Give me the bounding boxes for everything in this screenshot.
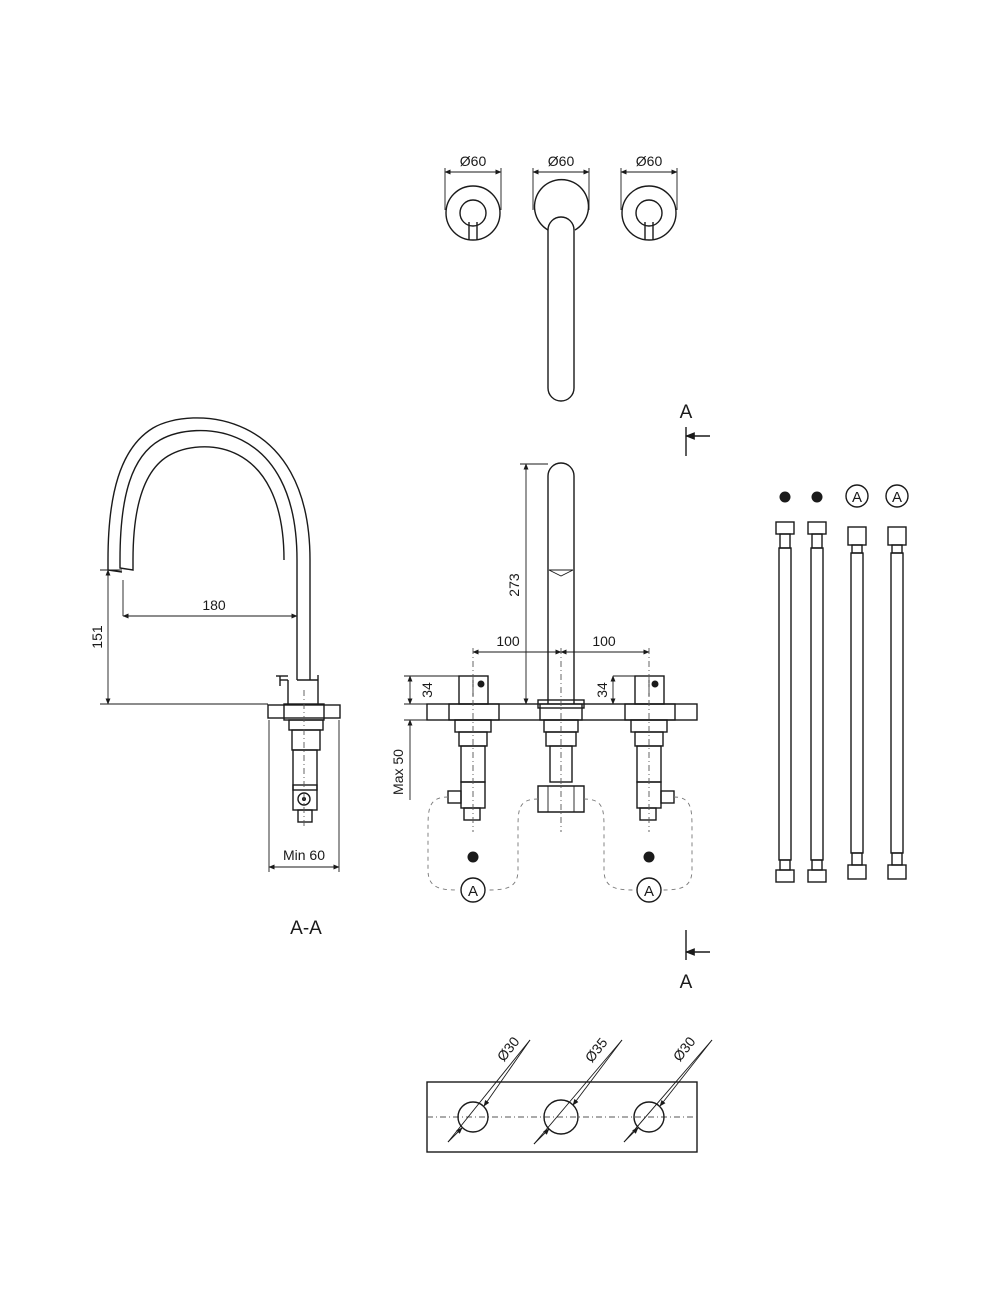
front-max-deck-dim: Max 50 [390, 749, 406, 795]
cutout-template: Ø30 Ø35 Ø30 [426, 1033, 713, 1153]
front-handle-left-dim: 34 [419, 682, 435, 698]
top-left-handle: Ø60 [444, 153, 502, 241]
top-view: Ø60 Ø60 Ø60 [444, 153, 678, 402]
front-conn-left: A [468, 883, 478, 900]
hole-center [543, 1099, 579, 1135]
hot-marker-right [643, 851, 655, 863]
hole-left [457, 1101, 489, 1133]
front-conn-right: A [644, 883, 654, 900]
hose-2 [807, 521, 827, 883]
hose-dot-2 [811, 491, 823, 503]
front-spacing-right-dim: 100 [592, 633, 616, 649]
side-reach-dim: 180 [202, 597, 226, 613]
top-center-diameter: Ø60 [548, 153, 575, 169]
hose-3 [847, 526, 867, 880]
cutout-hole-right-dim: Ø30 [670, 1033, 699, 1064]
cutout-hole-left-dim: Ø30 [494, 1033, 523, 1064]
hose-1 [775, 521, 795, 883]
front-handle-right-dim: 34 [594, 682, 610, 698]
hose-label-2: A [892, 489, 902, 506]
hose-label-1: A [852, 489, 862, 506]
section-marker-top: A [680, 402, 710, 456]
hoses: A A [775, 484, 909, 883]
front-view: A A 273 100 100 34 Max 50 34 [390, 462, 698, 903]
front-spacing-left-dim: 100 [496, 633, 520, 649]
hose-4 [887, 526, 907, 880]
side-min-deck-dim: Min 60 [283, 847, 325, 863]
side-height-dim: 151 [89, 625, 105, 649]
section-marker-bottom: A [680, 930, 710, 993]
top-left-diameter: Ø60 [460, 153, 487, 169]
top-center-spout: Ø60 [532, 153, 590, 402]
hole-right [633, 1101, 665, 1133]
top-right-handle: Ø60 [620, 153, 678, 241]
section-marker-bottom-label: A [680, 972, 693, 993]
section-title: A-A [290, 918, 322, 939]
top-right-diameter: Ø60 [636, 153, 663, 169]
hose-dot-1 [779, 491, 791, 503]
front-spout-height-dim: 273 [506, 573, 522, 597]
hot-marker-left [467, 851, 479, 863]
side-view: 180 151 Min 60 A-A [89, 417, 341, 939]
section-marker-top-label: A [680, 402, 693, 423]
